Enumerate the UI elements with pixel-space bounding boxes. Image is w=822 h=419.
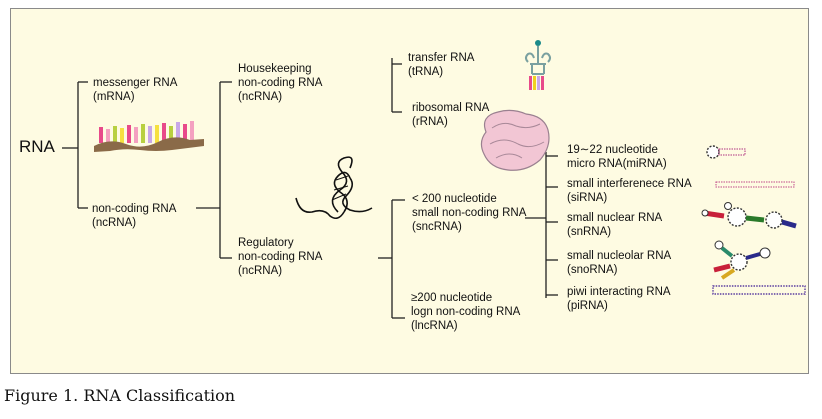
- trna-icon: [525, 40, 551, 90]
- root-rna-label: RNA: [19, 137, 55, 156]
- housekeeping-label: Housekeeping non-coding RNA (ncRNA): [238, 63, 323, 103]
- sncrna-label: < 200 nucleotide small non-coding RNA (s…: [412, 193, 527, 233]
- pirna-icon: [712, 285, 806, 295]
- ribosome-icon: [480, 109, 550, 171]
- pirna-label: piwi interacting RNA (piRNA): [567, 286, 671, 312]
- trna-label: transfer RNA (tRNA): [408, 52, 475, 78]
- lncrna-label: ≥200 nucleotide logn non-coding RNA (lnc…: [411, 292, 521, 332]
- ncrna-label: non-coding RNA (ncRNA): [92, 203, 177, 229]
- mrna-label: messenger RNA (mRNA): [93, 77, 178, 103]
- snorna-icon: [713, 240, 771, 280]
- mrna-strand-icon: [94, 121, 204, 152]
- snrna-icon: [701, 202, 797, 229]
- sirna-icon: [715, 181, 795, 188]
- rrna-label: ribosomal RNA (rRNA): [412, 102, 490, 128]
- mirna-label: 19∼22 nucleotide micro RNA(miRNA): [567, 144, 667, 170]
- sirna-label: small interferenece RNA (siRNA): [567, 178, 692, 204]
- figure-panel: [10, 8, 809, 374]
- snorna-label: small nucleolar RNA (snoRNA): [567, 250, 672, 276]
- mirna-icon: [706, 145, 746, 159]
- dna-double-helix-icon: [295, 156, 373, 220]
- figure-caption: Figure 1. RNA Classification: [4, 386, 236, 405]
- snrna-label: small nuclear RNA (snRNA): [567, 212, 663, 238]
- regulatory-label: Regulatory non-coding RNA (ncRNA): [238, 237, 323, 277]
